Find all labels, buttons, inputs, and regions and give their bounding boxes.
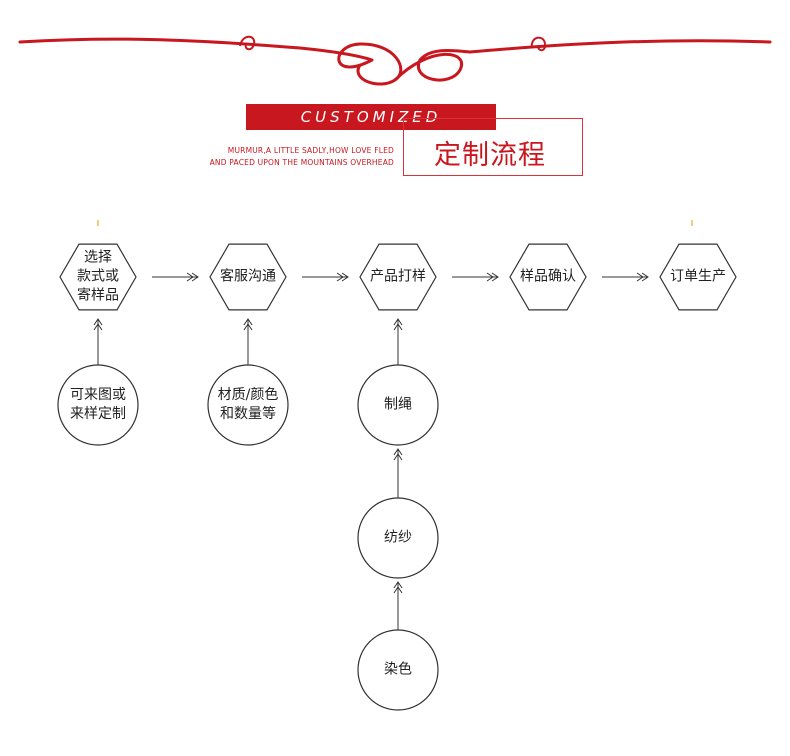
page-title: 定制流程 <box>434 140 546 171</box>
node-label-line: 选择 <box>84 249 112 266</box>
decorative-ribbon <box>18 35 772 86</box>
node-label-line: 产品打样 <box>370 268 426 285</box>
flow-arrow-head <box>186 272 199 282</box>
node-label-line: 材质/颜色 <box>217 387 279 403</box>
process-step-hexagon <box>59 243 137 311</box>
customized-banner: CUSTOMIZED <box>246 104 496 130</box>
ribbon-left-loop <box>337 42 403 86</box>
node-label-s5: 订单生产 <box>653 268 743 287</box>
node-label-line: 染色 <box>384 661 412 678</box>
node-label-line: 订单生产 <box>670 268 726 285</box>
subtext-line-2: AND PACED UPON THE MOUNTAINS OVERHEAD <box>209 158 394 167</box>
node-label-c4: 纺纱 <box>353 529 443 548</box>
process-step-hexagon <box>209 243 287 311</box>
subtext-line-1: MURMUR,A LITTLE SADLY,HOW LOVE FLED <box>227 146 394 155</box>
ribbon-left-curl <box>239 35 256 51</box>
input-circle <box>207 364 289 446</box>
process-step-hexagon <box>659 243 737 311</box>
node-label-s3: 产品打样 <box>353 268 443 287</box>
ribbon-right-curl <box>530 36 547 52</box>
title-box: 定制流程 <box>403 118 583 176</box>
node-label-line: 和数量等 <box>220 406 276 422</box>
flow-arrow-head <box>336 272 349 282</box>
node-label-line: 制绳 <box>384 396 412 413</box>
node-label-line: 可来图或 <box>70 387 126 403</box>
node-label-c5: 染色 <box>353 661 443 680</box>
node-label-line: 款式或 <box>77 268 119 285</box>
ribbon-left-stroke <box>18 37 374 62</box>
node-label-c3: 制绳 <box>353 396 443 415</box>
node-label-line: 寄样品 <box>77 287 119 304</box>
edges-layer <box>93 272 649 630</box>
feed-arrow-head <box>93 318 103 331</box>
node-label-s1: 选择款式或寄样品 <box>53 249 143 306</box>
node-label-line: 客服沟通 <box>220 268 276 285</box>
node-label-line: 样品确认 <box>520 268 576 285</box>
feed-arrow-head <box>393 318 403 331</box>
input-circle <box>357 364 439 446</box>
input-circle <box>357 629 439 711</box>
node-label-c1: 可来图或来样定制 <box>53 386 143 424</box>
process-step-hexagon <box>509 243 587 311</box>
nodes-layer <box>57 243 737 711</box>
process-step-hexagon <box>359 243 437 311</box>
node-label-s2: 客服沟通 <box>203 268 293 287</box>
flow-arrow-head <box>486 272 499 282</box>
flow-arrow-head <box>636 272 649 282</box>
input-circle <box>357 497 439 579</box>
feed-arrow-head <box>243 318 253 331</box>
ribbon-right-loop <box>393 48 471 82</box>
feed-arrow-head <box>393 581 403 594</box>
node-label-c2: 材质/颜色和数量等 <box>203 386 293 424</box>
input-circle <box>57 364 139 446</box>
node-label-s4: 样品确认 <box>503 268 593 287</box>
ribbon-right-stroke <box>468 39 772 54</box>
node-label-line: 来样定制 <box>70 406 126 422</box>
feed-arrow-head <box>393 448 403 461</box>
node-label-line: 纺纱 <box>384 529 412 546</box>
